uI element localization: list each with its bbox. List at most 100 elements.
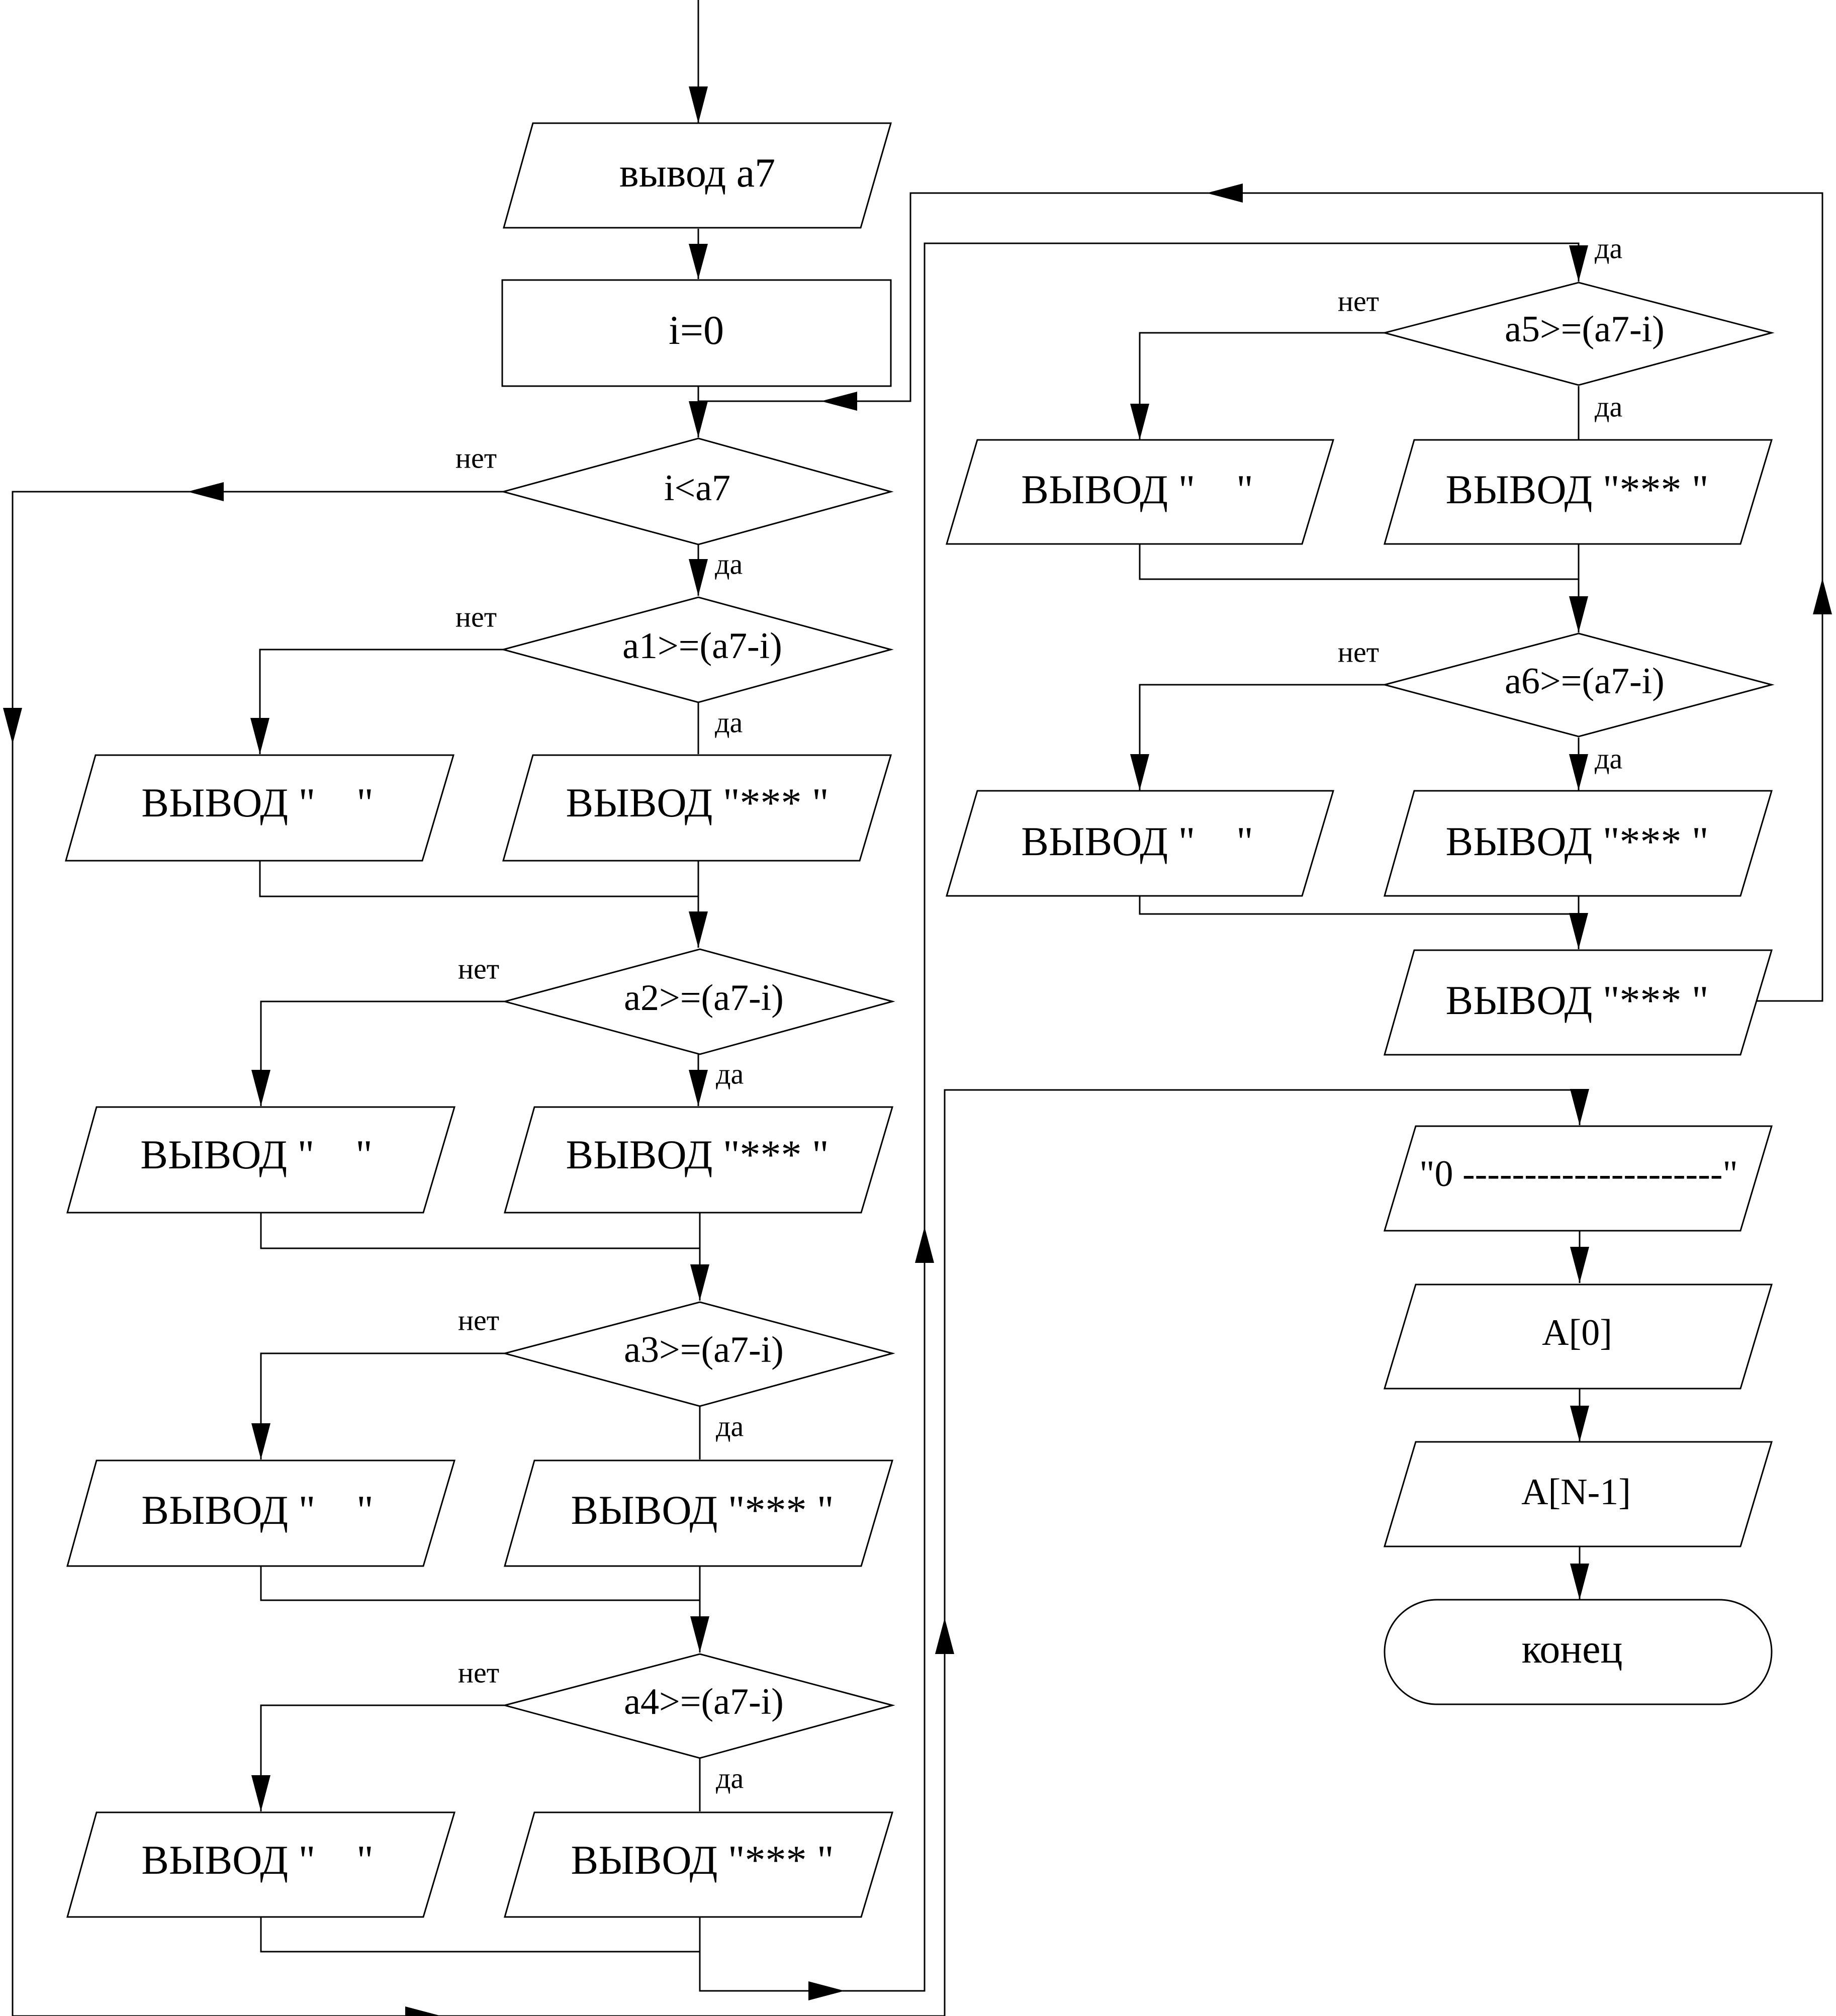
merge-a1: [259, 861, 698, 897]
edge-label-yes: да: [716, 1410, 744, 1442]
edge-label-no: нет: [1338, 635, 1379, 668]
arrow-up-icon: [935, 1618, 954, 1654]
arrow-down-icon: [1570, 1406, 1589, 1442]
arrow-down-icon: [689, 1070, 708, 1106]
node-label-output-space-1: ВЫВОД " ": [141, 780, 373, 826]
output-block: [66, 1106, 456, 1214]
edge-label-yes: да: [1595, 390, 1622, 423]
output-block: [945, 790, 1335, 897]
output-block: [1383, 1284, 1773, 1390]
output-block: [1383, 1125, 1773, 1232]
output-block: [65, 754, 455, 862]
node-label-cond-a4: a4>=(a7-i): [624, 1681, 784, 1722]
node-label-cond-i: i<a7: [664, 468, 730, 509]
arrow-down-icon: [1570, 1564, 1589, 1600]
node-label-output-axis: "0 ---------------------": [1419, 1153, 1737, 1195]
node-label-end: конец: [1522, 1626, 1623, 1672]
output-block: [504, 1811, 894, 1918]
node-label-cond-a1: a1>=(a7-i): [622, 625, 782, 667]
node-label-output-a7: вывод a7: [619, 150, 775, 196]
node-label-cond-a5: a5>=(a7-i): [1505, 309, 1665, 350]
arrow-right-icon: [808, 1981, 845, 2000]
arrow-down-icon: [251, 1775, 270, 1811]
arrow-down-icon: [689, 244, 708, 279]
edge-label-yes: да: [715, 706, 743, 739]
node-label-output-space-5: ВЫВОД " ": [1021, 467, 1253, 512]
edge-label-yes: да: [715, 547, 743, 580]
arrow-down-icon: [250, 718, 269, 754]
connectors: [12, 0, 1823, 2016]
output-block: [504, 1459, 894, 1567]
edge-label-yes: да: [1595, 232, 1622, 264]
decision-block: [500, 437, 894, 545]
edge-label-no: нет: [455, 600, 497, 633]
process-block: [501, 279, 892, 387]
output-block: [945, 439, 1335, 545]
node-label-cond-a6: a6>=(a7-i): [1505, 661, 1665, 702]
arrow-up-icon: [1813, 578, 1832, 614]
output-block: [66, 1459, 456, 1567]
arrow-down-icon: [1130, 754, 1149, 790]
edge-label-no: нет: [1338, 285, 1379, 317]
node-label-output-stars-5: ВЫВОД "*** ": [1446, 467, 1709, 512]
edge-label-no: нет: [458, 952, 499, 985]
edge-label-no: нет: [455, 441, 497, 474]
node-label-output-space-4: ВЫВОД " ": [141, 1837, 373, 1883]
merge-a6: [1139, 896, 1579, 915]
arrow-down-icon: [690, 1616, 709, 1653]
arrow-down-icon: [689, 401, 708, 437]
arrow-down-icon: [1130, 404, 1149, 440]
arrow-down-icon: [1569, 913, 1588, 949]
no-branch-a6: [1139, 684, 1385, 790]
terminator-block: [1384, 1599, 1773, 1705]
output-block: [503, 122, 892, 229]
node-label-output-stars-4: ВЫВОД "*** ": [571, 1837, 834, 1883]
arrow-down-icon: [1569, 596, 1588, 632]
edge-label-yes: да: [716, 1762, 744, 1794]
no-branch-a2: [260, 1000, 505, 1106]
node-label-output-stars-1: ВЫВОД "*** ": [566, 780, 829, 826]
arrow-down-icon: [1570, 1089, 1589, 1125]
node-label-output-A0: A[0]: [1542, 1312, 1612, 1353]
edge-label-no: нет: [458, 1656, 499, 1689]
node-label-output-stars-7: ВЫВОД "*** ": [1446, 977, 1709, 1023]
decision-block: [500, 596, 894, 703]
arrow-left-icon: [188, 482, 224, 501]
node-label-output-AN1: A[N-1]: [1521, 1472, 1631, 1513]
node-label-output-stars-2: ВЫВОД "*** ": [566, 1132, 829, 1177]
arrow-left-icon: [821, 392, 857, 411]
link-to-a5: [924, 242, 1580, 1227]
arrow-down-icon: [690, 1264, 709, 1301]
merge-a4-left: [260, 1917, 700, 1953]
arrow-down-icon: [251, 1423, 270, 1459]
node-label-cond-a3: a3>=(a7-i): [624, 1329, 784, 1370]
arrow-down-icon: [1570, 1247, 1589, 1283]
arrow-down-icon: [689, 86, 708, 123]
node-label-output-space-6: ВЫВОД " ": [1021, 818, 1253, 864]
exit-to-axis: [12, 491, 1581, 2016]
arrow-down-icon: [251, 1070, 270, 1106]
edge-label-yes: да: [1595, 742, 1622, 775]
decision-block: [502, 948, 895, 1055]
node-labels: вывод a7 i=0 i<a7 a1>=(a7-i) ВЫВОД " " В…: [140, 150, 1737, 1883]
decision-block: [1382, 282, 1775, 386]
arrow-down-icon: [689, 559, 708, 596]
output-block: [1383, 1441, 1773, 1547]
arrowheads: [3, 86, 1832, 2016]
node-label-cond-a2: a2>=(a7-i): [624, 977, 784, 1019]
node-label-output-space-2: ВЫВОД " ": [140, 1132, 372, 1177]
node-label-init-i: i=0: [669, 307, 724, 353]
node-label-output-stars-3: ВЫВОД "*** ": [571, 1487, 834, 1533]
output-block: [1384, 439, 1773, 545]
merge-a5: [1139, 544, 1579, 580]
output-block: [502, 754, 892, 862]
arrow-down-icon: [3, 708, 22, 744]
decision-block: [502, 1301, 895, 1407]
node-label-output-space-3: ВЫВОД " ": [141, 1487, 373, 1533]
decision-block: [1382, 632, 1775, 738]
arrow-down-icon: [689, 911, 708, 948]
arrow-left-icon: [1207, 184, 1243, 203]
merge-a2: [260, 1213, 700, 1249]
no-branch-a3: [260, 1352, 505, 1459]
